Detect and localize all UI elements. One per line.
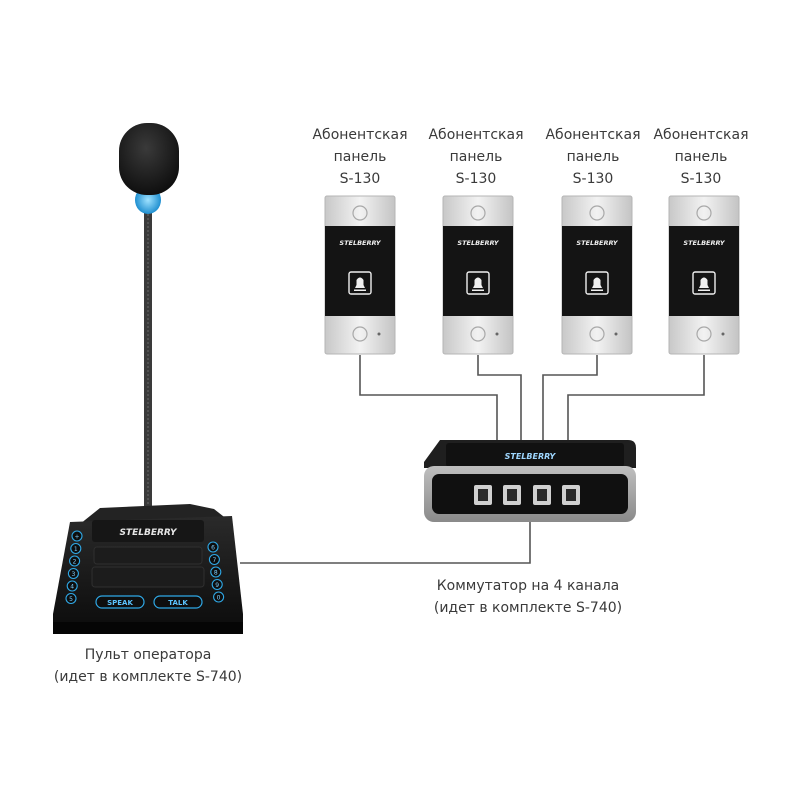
speak-label: SPEAK — [107, 599, 133, 607]
panel-caption-line: панель — [674, 149, 728, 165]
call-button — [585, 271, 609, 295]
panel-caption-line: Абонентская — [312, 127, 408, 143]
panel-brand-text: STELBERRY — [457, 239, 500, 247]
panel-brand-text: STELBERRY — [339, 239, 382, 247]
keypad-button-left-6: 5 — [65, 592, 77, 605]
panel-model: S-130 — [680, 171, 722, 187]
panel-cables — [359, 355, 705, 440]
rj-port-3 — [533, 485, 551, 505]
console-caption: Пульт оператора (идет в комплекте S-740) — [42, 644, 254, 688]
keypad-label: 4 — [70, 583, 74, 590]
panel-caption-line: панель — [449, 149, 503, 165]
panels-group: STELBERRY STELBERRY STELBERRY STELBERRY — [324, 195, 740, 355]
keypad-button-right-4: 9 — [211, 578, 223, 591]
keypad-label: 5 — [69, 596, 73, 603]
switch-ports — [474, 485, 580, 505]
keypad-button-right-2: 7 — [208, 553, 220, 566]
panel-model: S-130 — [339, 171, 381, 187]
console-caption-line2: (идет в комплекте S-740) — [53, 669, 243, 685]
subscriber-panel-4: STELBERRY — [668, 195, 740, 355]
cable-panel-4 — [567, 355, 705, 440]
bell-icon — [592, 277, 602, 288]
bell-icon — [473, 277, 483, 288]
switch-caption: Коммутатор на 4 канала (идет в комплекте… — [418, 575, 638, 619]
keypad-label: 7 — [212, 557, 216, 564]
rj-port-4 — [562, 485, 580, 505]
keypad-label: 6 — [211, 544, 215, 551]
panel-model: S-130 — [572, 171, 614, 187]
keypad-button-left-5: 4 — [66, 580, 78, 592]
keypad-button-left-4: 3 — [67, 567, 79, 580]
talk-button: TALK — [153, 595, 203, 609]
call-button — [692, 271, 716, 295]
panel-caption-line: Абонентская — [428, 127, 524, 143]
cable-panel-2 — [477, 355, 522, 440]
console-keypad: +1 2 3 4 5 6 7 8 9 0 — [65, 530, 225, 605]
panel-caption-line: Абонентская — [653, 127, 749, 143]
keypad-label: + — [74, 533, 79, 540]
talk-label: TALK — [168, 599, 188, 607]
switch-brand-text: STELBERRY — [505, 452, 557, 461]
keypad-button-left-2: 1 — [70, 542, 82, 555]
console-brand-text: STELBERRY — [119, 528, 178, 538]
bell-icon — [699, 277, 709, 288]
panel-caption-2: Абонентская панель S-130 — [421, 124, 531, 190]
panel-caption-1: Абонентская панель S-130 — [305, 124, 415, 190]
panel-caption-line: панель — [566, 149, 620, 165]
keypad-button-right-3: 8 — [210, 566, 222, 578]
keypad-label: 3 — [71, 571, 75, 578]
keypad-label: 9 — [215, 582, 219, 589]
keypad-label: 2 — [73, 558, 77, 565]
mic-foam — [119, 123, 179, 195]
panel-caption-3: Абонентская панель S-130 — [538, 124, 648, 190]
call-button — [466, 271, 490, 295]
switch-caption-line2: (идет в комплекте S-740) — [433, 600, 623, 616]
keypad-label: 1 — [74, 546, 78, 553]
keypad-button-right-5: 0 — [213, 591, 225, 603]
panel-brand-text: STELBERRY — [576, 239, 619, 247]
keypad-label: 0 — [217, 594, 221, 601]
panel-caption-4: Абонентская панель S-130 — [646, 124, 756, 190]
subscriber-panel-3: STELBERRY — [561, 195, 633, 355]
keypad-label: 8 — [214, 569, 218, 576]
rj-port-1 — [474, 485, 492, 505]
bell-icon — [355, 277, 365, 288]
call-button — [348, 271, 372, 295]
operator-console: STELBERRY +1 2 3 4 5 6 7 8 9 0 SPEAK TALK — [53, 504, 243, 634]
keypad-button-left-1: + — [71, 530, 83, 542]
subscriber-panel-1: STELBERRY — [324, 195, 396, 355]
panel-model: S-130 — [455, 171, 497, 187]
cable-panel-3 — [542, 355, 598, 440]
keypad-button-right-1: 6 — [207, 541, 219, 553]
keypad-button-left-3: 2 — [69, 555, 81, 567]
switch-caption-line1: Коммутатор на 4 канала — [436, 578, 620, 594]
console-caption-line1: Пульт оператора — [84, 647, 212, 663]
speak-button: SPEAK — [95, 595, 145, 609]
rj-port-2 — [503, 485, 521, 505]
microphone — [119, 123, 179, 515]
console-cable — [240, 520, 531, 564]
subscriber-panel-2: STELBERRY — [442, 195, 514, 355]
switch-device: STELBERRY — [424, 440, 636, 522]
cable-panel-1 — [359, 355, 498, 440]
panel-brand-text: STELBERRY — [683, 239, 726, 247]
panel-caption-line: панель — [333, 149, 387, 165]
panel-caption-line: Абонентская — [545, 127, 641, 143]
